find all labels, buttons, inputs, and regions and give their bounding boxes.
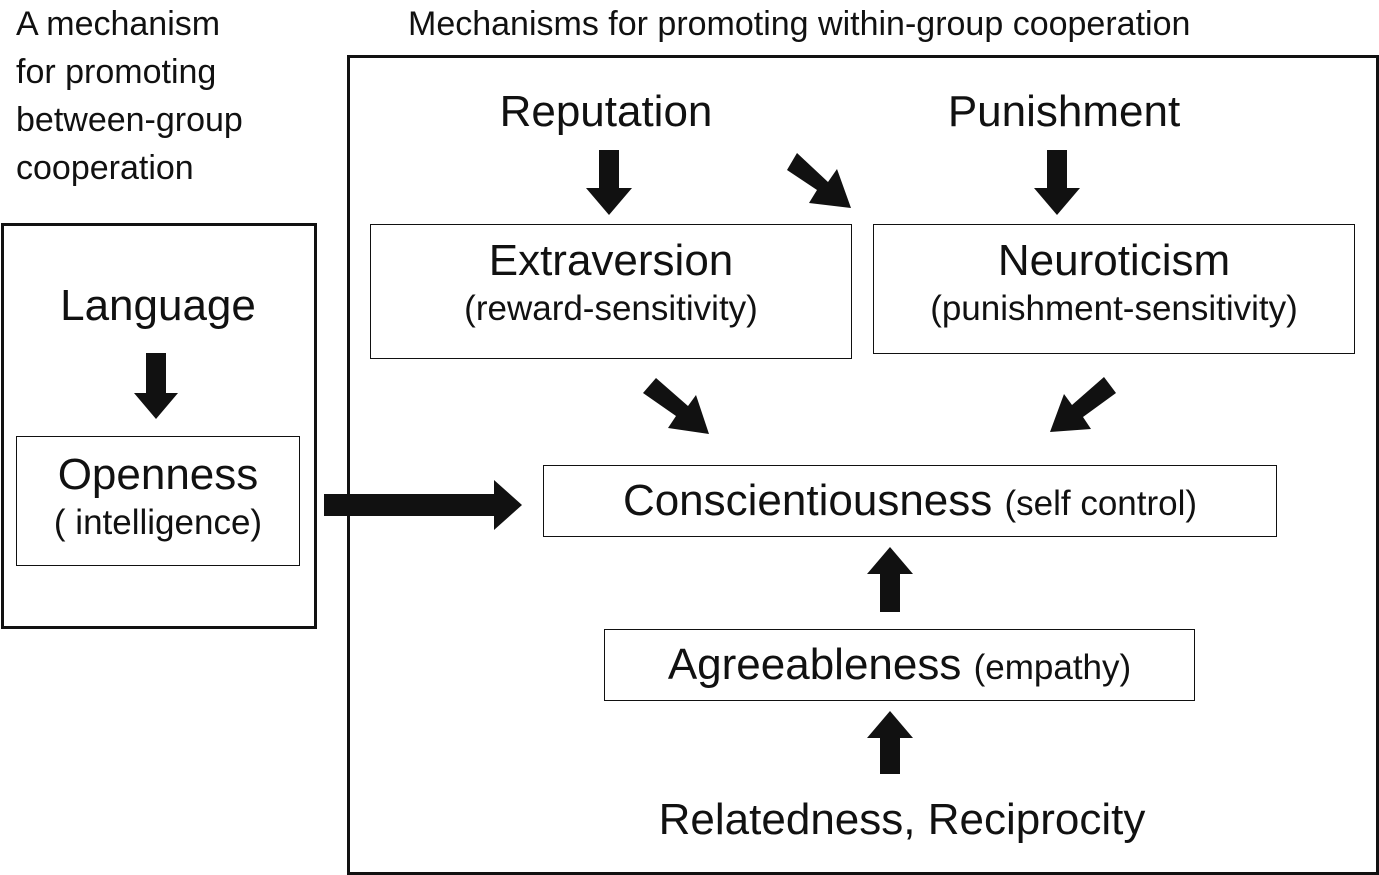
extraversion-title: Extraversion: [488, 236, 734, 285]
neuroticism-subtitle: (punishment-sensitivity): [930, 289, 1298, 328]
extraversion-box: Extraversion (reward-sensitivity): [370, 224, 852, 359]
openness-title: Openness: [57, 450, 259, 499]
punishment-label: Punishment: [947, 87, 1181, 136]
agreeableness-box: Agreeableness (empathy): [604, 629, 1195, 701]
openness-subtitle: ( intelligence): [53, 503, 263, 542]
between-group-heading-line: cooperation: [16, 149, 194, 187]
extraversion-subtitle: (reward-sensitivity): [464, 289, 758, 328]
neuroticism-title: Neuroticism: [997, 236, 1231, 285]
within-group-heading: Mechanisms for promoting within-group co…: [408, 5, 1191, 43]
reputation-label: Reputation: [499, 87, 713, 136]
between-group-heading-line: between-group: [16, 101, 243, 139]
between-group-heading-line: for promoting: [16, 53, 217, 91]
agreeableness-subtitle: (empathy): [973, 648, 1132, 687]
relatedness-reciprocity-label: Relatedness, Reciprocity: [658, 795, 1146, 844]
neuroticism-box: Neuroticism (punishment-sensitivity): [873, 224, 1355, 354]
conscientiousness-title: Conscientiousness: [622, 476, 993, 525]
conscientiousness-subtitle: (self control): [1004, 484, 1198, 523]
agreeableness-title: Agreeableness: [667, 640, 962, 689]
between-group-heading: A mechanism for promoting between-group …: [16, 0, 243, 192]
conscientiousness-box: Conscientiousness (self control): [543, 465, 1277, 537]
language-label: Language: [60, 281, 256, 330]
between-group-heading-line: A mechanism: [16, 5, 221, 43]
openness-box: Openness ( intelligence): [16, 436, 300, 566]
